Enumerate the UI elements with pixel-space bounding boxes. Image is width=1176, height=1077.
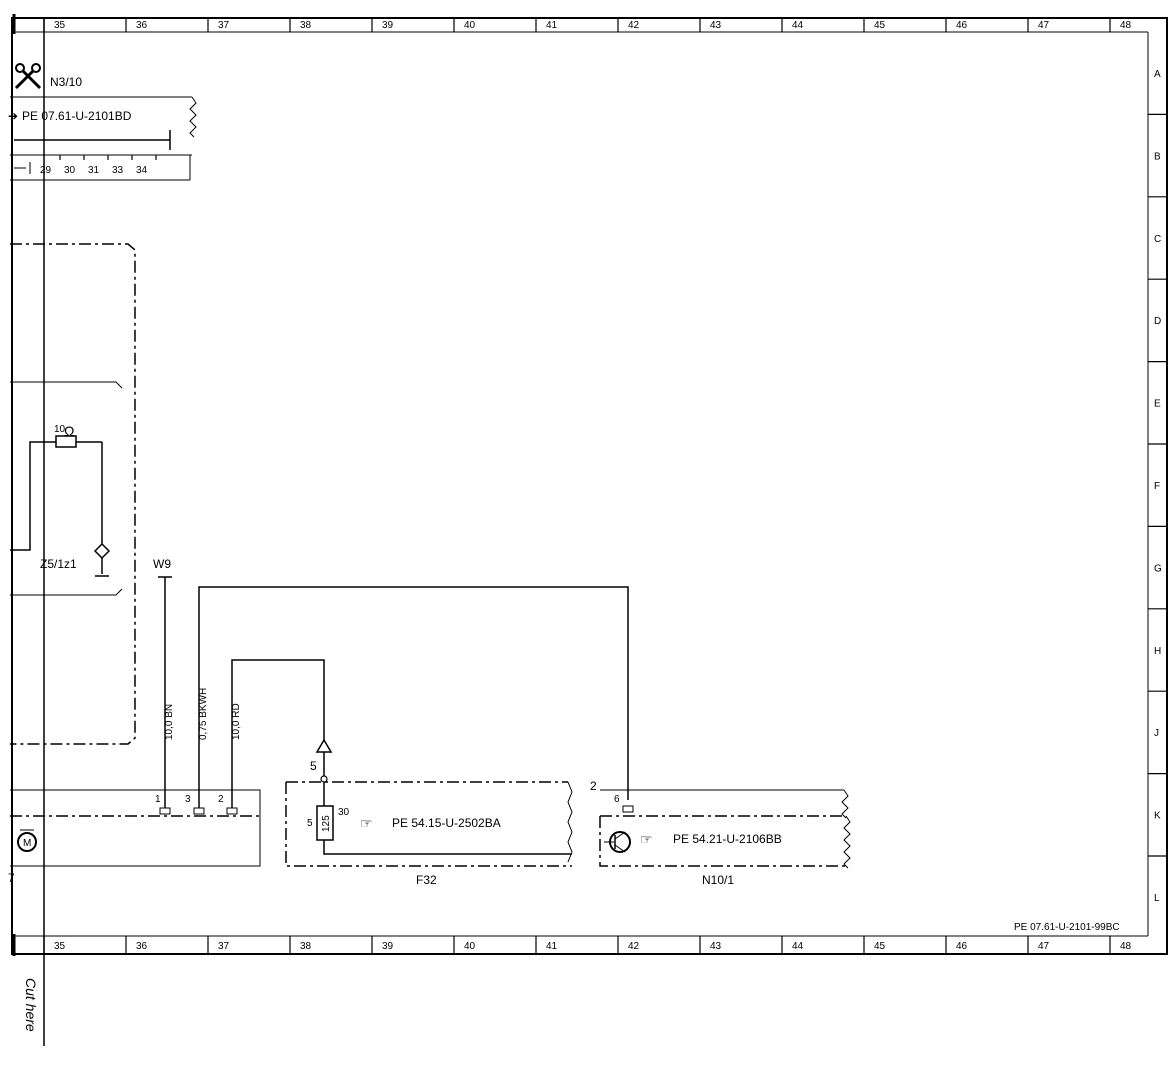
n10-1-corner-number: 2 (590, 779, 597, 793)
n3-10-arrow-prefix: ➔ (8, 109, 18, 123)
pin-1: 1 (155, 794, 171, 815)
f32-terminal-right: 30 (338, 807, 350, 818)
column-label-38: 38 (300, 20, 312, 31)
left-module-frame (10, 243, 136, 745)
transistor-icon (604, 831, 631, 853)
svg-text:2: 2 (218, 794, 224, 805)
f32-block: 5 5 30 125 ☞ PE 54.15-U-2502BA F32 (285, 738, 573, 887)
column-label-46: 46 (956, 20, 968, 31)
row-label-H: H (1154, 646, 1161, 657)
w9-label: W9 (153, 557, 171, 571)
n10-1-label: N10/1 (702, 873, 734, 887)
column-label-46: 46 (956, 941, 968, 952)
column-label-36: 36 (136, 941, 148, 952)
left-block-edge-number: 7 (8, 871, 15, 885)
column-label-43: 43 (710, 941, 722, 952)
pin-2: 2 (218, 794, 238, 815)
row-label-C: C (1154, 234, 1161, 245)
column-label-48: 48 (1120, 20, 1132, 31)
row-labels-right: A B C D E F G H J K L (1148, 69, 1167, 904)
n3-10-pin-30: 30 (64, 165, 76, 176)
row-label-K: K (1154, 811, 1161, 822)
column-label-48: 48 (1120, 941, 1132, 952)
row-label-L: L (1154, 893, 1160, 904)
n3-10-pin-row: 29 30 31 33 34 (40, 155, 157, 176)
pointing-hand-icon: ☞ (360, 815, 373, 831)
row-label-F: F (1154, 481, 1160, 492)
resistor-value: 10 (54, 424, 66, 435)
column-labels-top: 35 36 37 38 39 40 41 42 43 44 45 46 47 48 (43, 18, 1132, 32)
n3-10-pin-31: 31 (88, 165, 100, 176)
n10-1-block: 2 6 ☞ PE 54.21-U-2106BB N10/1 (590, 779, 851, 887)
cut-here-label: Cut here (23, 978, 39, 1032)
row-label-D: D (1154, 316, 1161, 327)
f32-label: F32 (416, 873, 437, 887)
column-label-45: 45 (874, 941, 886, 952)
pointing-hand-icon-2: ☞ (640, 831, 653, 847)
svg-text:1: 1 (155, 794, 161, 805)
column-label-39: 39 (382, 941, 394, 952)
svg-text:3: 3 (185, 794, 191, 805)
column-label-40: 40 (464, 941, 476, 952)
column-label-47: 47 (1038, 20, 1050, 31)
z5-1z1-label: Z5/1z1 (40, 557, 77, 571)
diagram-frame (11, 14, 1168, 956)
n3-10-pin-29: 29 (40, 165, 52, 176)
column-label-35: 35 (54, 941, 66, 952)
row-label-B: B (1154, 151, 1161, 162)
column-labels-bottom: 35 36 37 38 39 40 41 42 43 44 45 46 47 48 (43, 936, 1132, 954)
f32-terminal-top: 5 (310, 759, 317, 773)
column-label-38: 38 (300, 941, 312, 952)
column-label-42: 42 (628, 941, 640, 952)
row-label-G: G (1154, 563, 1162, 574)
row-label-E: E (1154, 399, 1161, 410)
wire-spec-1: 10,0 BN (164, 704, 175, 740)
cut-line: Cut here (23, 18, 45, 1046)
motor-block: M 7 1 3 2 (8, 789, 261, 885)
column-label-40: 40 (464, 20, 476, 31)
n3-10-label: N3/10 (50, 75, 82, 89)
column-label-42: 42 (628, 20, 640, 31)
n3-10-pin-34: 34 (136, 165, 148, 176)
column-label-44: 44 (792, 20, 804, 31)
connector-arrow-icon (315, 738, 333, 753)
n10-1-pin: 6 (614, 794, 620, 805)
f32-ref: PE 54.15-U-2502BA (392, 816, 501, 830)
motor-icon: M (17, 829, 37, 852)
wire-spec-3: 0,75 BKWH (198, 688, 209, 740)
column-label-41: 41 (546, 941, 558, 952)
n3-10-pin-33: 33 (112, 165, 124, 176)
n3-10-ref: PE 07.61-U-2101BD (22, 109, 132, 123)
column-label-36: 36 (136, 20, 148, 31)
w9-wiring: W9 10,0 BN 0,75 BKWH 10,0 RD (153, 557, 629, 808)
column-label-39: 39 (382, 20, 394, 31)
f32-terminal-left: 5 (307, 818, 313, 829)
column-label-35: 35 (54, 20, 66, 31)
wire-spec-2: 10,0 RD (231, 703, 242, 740)
svg-text:M: M (23, 838, 31, 849)
pin-3: 3 (185, 794, 205, 815)
ground-connector-icon (93, 542, 111, 560)
drawing-id: PE 07.61-U-2101-99BC (1014, 922, 1120, 933)
z5-1z1-junction: 10 Ω Z5/1z1 (10, 423, 111, 577)
column-label-37: 37 (218, 20, 230, 31)
column-label-37: 37 (218, 941, 230, 952)
f32-fuse-rating: 125 (321, 815, 332, 832)
scissors-icon (14, 63, 42, 90)
n10-1-ref: PE 54.21-U-2106BB (673, 832, 782, 846)
column-label-44: 44 (792, 941, 804, 952)
n3-10-block: N3/10 ➔ PE 07.61-U-2101BD 29 30 31 33 34 (8, 75, 197, 181)
column-label-41: 41 (546, 20, 558, 31)
column-label-47: 47 (1038, 941, 1050, 952)
row-label-J: J (1154, 728, 1159, 739)
ohm-icon: Ω (64, 423, 74, 439)
row-label-A: A (1154, 69, 1161, 80)
column-label-43: 43 (710, 20, 722, 31)
column-label-45: 45 (874, 20, 886, 31)
